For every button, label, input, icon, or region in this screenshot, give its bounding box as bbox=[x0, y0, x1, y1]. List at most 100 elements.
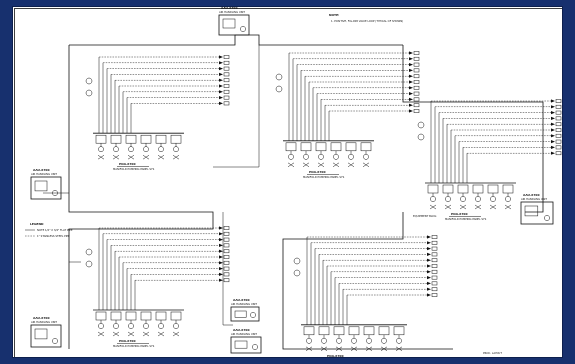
flow-arrow bbox=[219, 243, 223, 247]
valve-symbol bbox=[380, 346, 388, 352]
gauge-icon bbox=[293, 269, 301, 277]
pump-circle bbox=[173, 146, 179, 153]
valve-symbol bbox=[332, 162, 340, 168]
branch-tag-box bbox=[413, 74, 420, 79]
pump-module bbox=[300, 142, 312, 152]
valve-symbol bbox=[157, 331, 165, 337]
unit-subtitle: AIR HANDLING UNIT bbox=[31, 320, 57, 324]
branch-tag-box bbox=[223, 89, 230, 94]
branch-tag-box bbox=[223, 226, 230, 230]
flow-arrow bbox=[409, 80, 413, 84]
gauge-icon bbox=[275, 73, 283, 81]
valve-symbol bbox=[112, 331, 120, 337]
valve-symbol bbox=[157, 154, 165, 160]
main-header-left bbox=[68, 45, 214, 349]
pump-circle bbox=[306, 337, 312, 344]
pump-module bbox=[140, 311, 152, 321]
panel-caption: MANIFOLD PUMPING PANEL SYS bbox=[113, 344, 155, 348]
pump-circle bbox=[396, 337, 402, 344]
pump-module bbox=[155, 134, 167, 144]
unit-tag: AAU-6700 bbox=[33, 316, 50, 320]
branch-tag-box bbox=[223, 249, 230, 254]
branch-tag-box bbox=[555, 99, 562, 103]
pump-module bbox=[318, 326, 330, 336]
flow-arrow bbox=[427, 276, 431, 280]
branch-tag-box bbox=[223, 101, 230, 106]
branch-tag-box bbox=[431, 269, 438, 274]
flow-arrow bbox=[427, 293, 431, 297]
flow-arrow bbox=[219, 261, 223, 265]
branch-tag-box bbox=[413, 80, 420, 84]
unit-fan-icon bbox=[250, 312, 256, 318]
valve-symbol bbox=[305, 346, 313, 352]
footer-label: PROC. LAYOUT bbox=[483, 351, 502, 355]
pump-circle bbox=[288, 153, 294, 160]
pump-circle bbox=[143, 323, 149, 329]
pump-circle bbox=[363, 153, 369, 160]
valve-symbol bbox=[320, 346, 328, 352]
gauge-icon bbox=[417, 133, 425, 141]
panel-tag: PDA-6700 bbox=[119, 339, 136, 343]
flow-arrow bbox=[219, 101, 223, 105]
gauge-icon bbox=[85, 260, 93, 268]
flow-arrow bbox=[551, 105, 555, 109]
valve-symbol bbox=[429, 204, 437, 210]
pump-module bbox=[285, 142, 297, 152]
pump-circle bbox=[351, 337, 357, 344]
pump-module bbox=[170, 134, 182, 144]
valve-symbol bbox=[97, 331, 105, 337]
valve-symbol bbox=[474, 204, 482, 210]
flow-arrow bbox=[409, 86, 413, 90]
flow-arrow bbox=[219, 267, 223, 271]
panel-tag: PDA-6700 bbox=[327, 354, 344, 358]
flow-arrow bbox=[551, 134, 555, 138]
drawing-sheet[interactable]: NOTE: 1. POSITIVE, FIG-008 VALVE LOOP (T… bbox=[12, 6, 563, 358]
pump-circle bbox=[460, 196, 466, 202]
unit-subtitle: AIR HANDLING UNIT bbox=[231, 302, 257, 306]
valve-symbol bbox=[302, 162, 310, 168]
pump-circle bbox=[143, 146, 149, 153]
flow-arrow bbox=[219, 255, 223, 259]
branch-tag-box bbox=[223, 66, 230, 71]
legend-row-1: NOTE 1/2" X 3/4" FLAT PIPE bbox=[37, 228, 73, 232]
flow-arrow bbox=[427, 270, 431, 274]
flow-arrow bbox=[427, 252, 431, 256]
flow-arrow bbox=[219, 226, 223, 230]
pump-circle bbox=[366, 337, 372, 344]
branch-tag-box bbox=[223, 272, 230, 277]
branch-tag-box bbox=[431, 258, 438, 263]
flow-arrow bbox=[219, 249, 223, 253]
flow-arrow bbox=[427, 264, 431, 268]
pump-module bbox=[330, 142, 342, 152]
valve-symbol bbox=[142, 331, 150, 337]
valve-symbol bbox=[127, 154, 135, 160]
branch-tag-box bbox=[223, 78, 230, 83]
unit-fan-icon bbox=[240, 26, 246, 32]
header-drop-2 bbox=[222, 212, 233, 326]
branch-tag-box bbox=[555, 122, 562, 127]
unit-inner-box bbox=[524, 205, 539, 217]
unit-inner-box bbox=[222, 18, 236, 29]
branch-tag-box bbox=[555, 128, 562, 132]
valve-symbol bbox=[142, 154, 150, 160]
branch-tag-box bbox=[431, 275, 438, 280]
gauge-icon bbox=[417, 121, 425, 129]
gauge-icon bbox=[85, 77, 93, 85]
valve-symbol bbox=[112, 154, 120, 160]
gauge-icon bbox=[293, 257, 301, 265]
notes-heading: NOTE: bbox=[329, 13, 339, 17]
flow-arrow bbox=[551, 116, 555, 120]
valve-symbol bbox=[97, 154, 105, 160]
valve-symbol bbox=[317, 162, 325, 168]
valve-symbol bbox=[172, 331, 180, 337]
branch-tag-box bbox=[413, 91, 420, 96]
flow-arrow bbox=[219, 90, 223, 94]
pump-circle bbox=[430, 196, 436, 202]
unit-inner-box bbox=[234, 340, 248, 349]
flow-arrow bbox=[409, 103, 413, 107]
branch-tag-box bbox=[413, 51, 420, 55]
